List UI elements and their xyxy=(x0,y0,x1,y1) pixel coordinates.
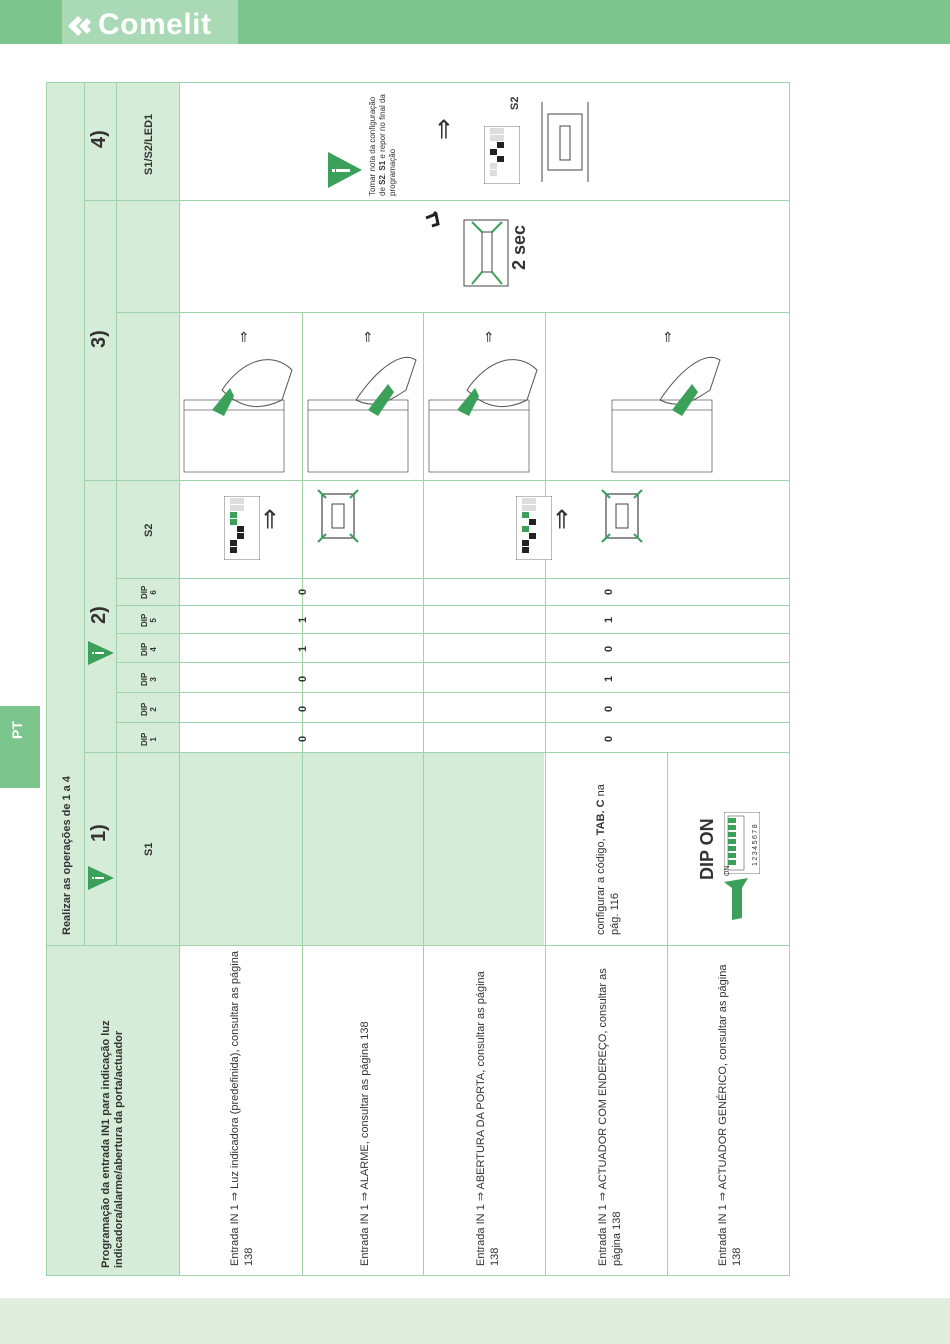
table-title: Programação da entrada IN1 para indicaçã… xyxy=(100,1020,125,1268)
dip-value: 1 xyxy=(297,645,309,652)
brand-name: Comelit xyxy=(98,8,212,41)
right-arrow-icon: ⇒ xyxy=(428,118,458,140)
warning-icon xyxy=(88,866,114,890)
dip-value: 0 xyxy=(297,705,309,712)
comelit-logo-mark-icon xyxy=(68,8,94,42)
dip-value: 0 xyxy=(603,588,615,595)
right-arrow-icon: ⇒ xyxy=(254,508,284,530)
dip-value: 0 xyxy=(603,645,615,652)
switch-numbers: 12345678 xyxy=(752,822,759,866)
dip-on-label: DIP ON xyxy=(697,818,717,880)
note-text: Tomar nota da configuração de S2. S1 e r… xyxy=(368,94,397,196)
dip-value: 1 xyxy=(603,675,615,682)
dip-value: 1 xyxy=(603,616,615,623)
led-2sec-icon xyxy=(425,210,509,287)
warning-icon xyxy=(328,152,362,188)
svg-text:⇑: ⇑ xyxy=(483,330,495,346)
row-label-3: Entrada IN 1 ⇒ ABERTURA DA PORTA, consul… xyxy=(475,971,501,1266)
dip-value: 0 xyxy=(603,735,615,742)
row-label-5: Entrada IN 1 ⇒ ACTUADOR GENÉRICO, consul… xyxy=(717,964,743,1266)
header-bar xyxy=(0,0,950,44)
hand-press-button-icon: ⇑ xyxy=(611,330,721,473)
led-blinking-icon xyxy=(601,489,643,543)
led-blinking-icon xyxy=(317,489,359,543)
step-1-sub: S1 xyxy=(143,842,155,856)
dip-value: 0 xyxy=(297,675,309,682)
row-label-1: Entrada IN 1 ⇒ Luz indicadora (predefini… xyxy=(229,951,255,1266)
hand-press-button-icon: ⇑ xyxy=(307,330,417,473)
s1-config-text: configurar a código, TAB. C na pág. 116 xyxy=(595,784,621,935)
s1-shaded-area xyxy=(180,752,544,945)
footer-bar xyxy=(0,1298,950,1344)
dip-value: 0 xyxy=(297,735,309,742)
dip-value: 0 xyxy=(297,588,309,595)
finger-press-icon xyxy=(724,878,748,920)
switch-on-text: ON xyxy=(724,865,731,877)
s2-device-icon xyxy=(541,102,589,182)
dip-switch-all-on-icon xyxy=(724,812,760,874)
row-label-4: Entrada IN 1 ⇒ ACTUADOR COM ENDEREÇO, co… xyxy=(597,968,623,1266)
two-seconds-label: 2 sec xyxy=(509,224,529,270)
s2-label: S2 xyxy=(509,96,521,110)
right-arrow-icon: ⇒ xyxy=(546,508,576,530)
warning-icon xyxy=(88,641,114,665)
step-2-sub: S2 xyxy=(143,523,155,537)
programming-table xyxy=(46,82,790,1276)
brand-logo: Comelit xyxy=(68,8,212,42)
svg-text:⇑: ⇑ xyxy=(238,330,250,346)
language-tab-label: PT xyxy=(9,721,25,739)
svg-text:⇑: ⇑ xyxy=(662,330,674,346)
logo-background xyxy=(62,0,238,44)
hand-press-button-icon: ⇑ xyxy=(183,330,293,473)
step-3-number: 3) xyxy=(88,330,110,348)
svg-text:⇑: ⇑ xyxy=(362,330,374,346)
dip-switch-icon xyxy=(484,126,520,184)
step-2-number: 2) xyxy=(88,606,110,624)
row-label-2: Entrada IN 1 ⇒ ALARME, consultar as pági… xyxy=(359,1021,371,1266)
language-tab xyxy=(0,706,40,788)
step-4-number: 4) xyxy=(88,130,110,148)
dip-switch-icon xyxy=(224,496,260,560)
step-1-number: 1) xyxy=(88,824,110,842)
dip-switch-icon xyxy=(516,496,552,560)
dip-value: 0 xyxy=(603,705,615,712)
step-4-sub: S1/S2/LED1 xyxy=(143,113,155,175)
operations-header: Realizar as operações de 1 a 4 xyxy=(61,776,73,935)
dip-value: 1 xyxy=(297,616,309,623)
header-column xyxy=(47,83,179,1275)
hand-press-button-icon: ⇑ xyxy=(428,330,538,473)
